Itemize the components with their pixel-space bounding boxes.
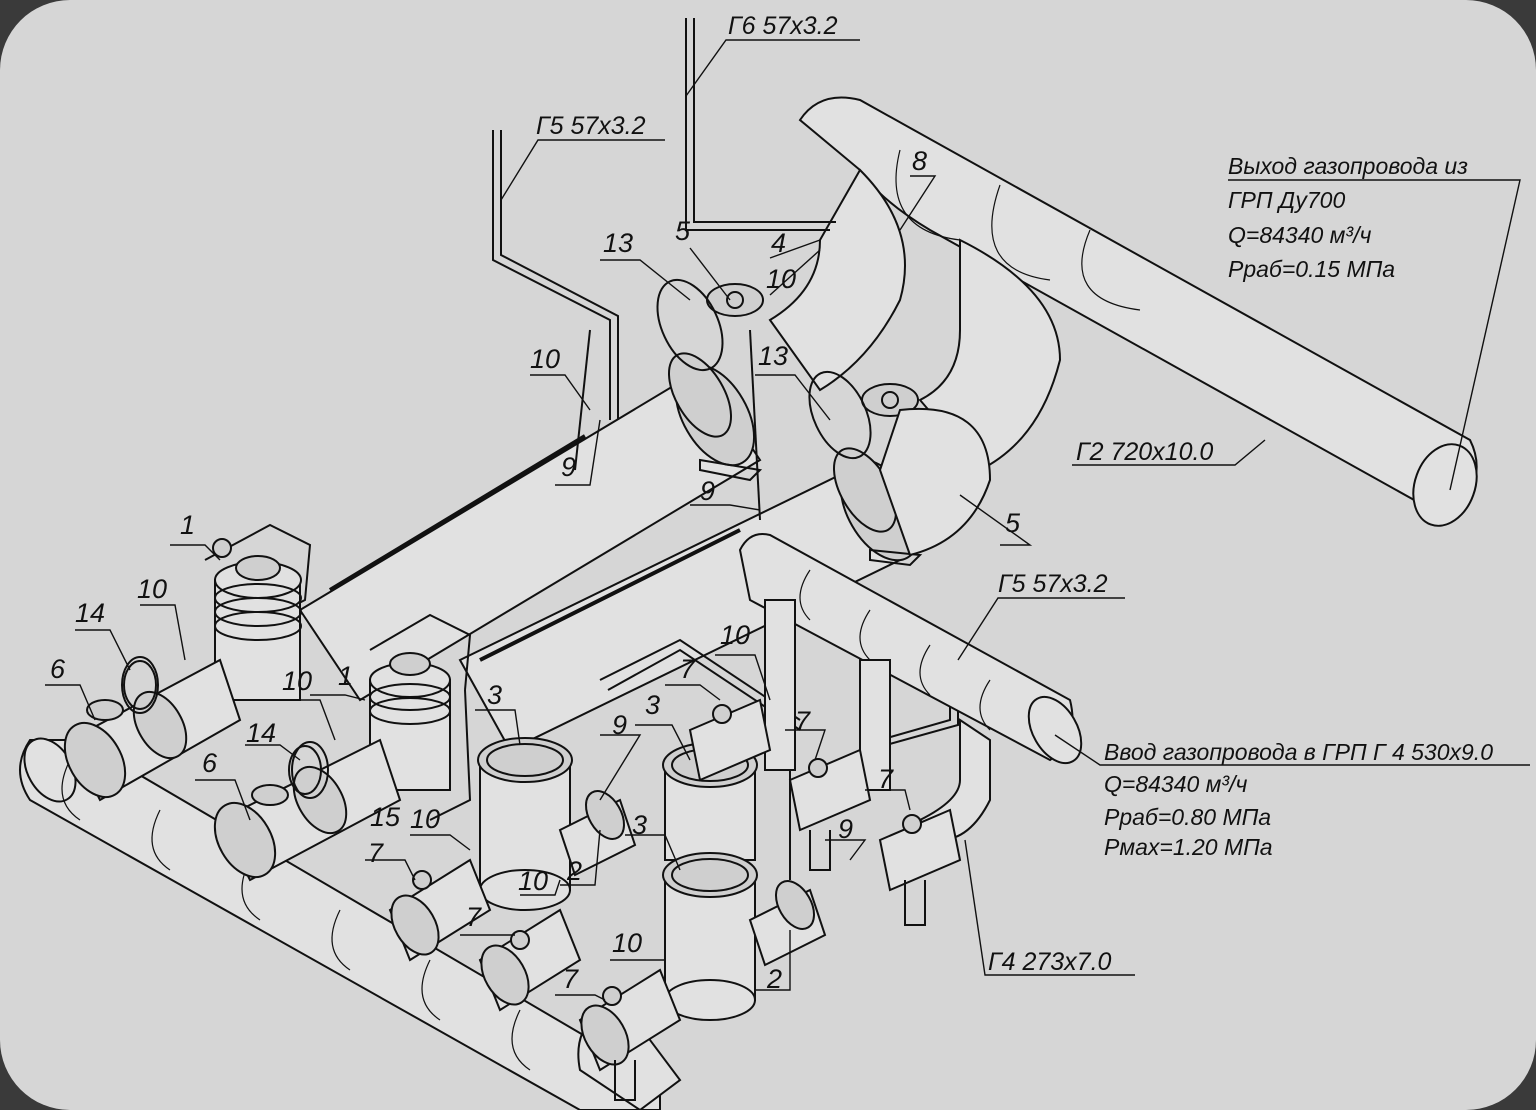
item-number-10-center: 10 [410,804,440,834]
item-number-7-mid: 7 [795,706,811,736]
item-number-4: 4 [771,228,786,258]
filter-3-left [477,737,573,911]
item-number-10-upper: 10 [530,344,560,374]
item-number-8: 8 [912,146,927,176]
item-number-13-top: 13 [603,228,633,258]
item-number-5-top: 5 [675,216,691,246]
regulator-1-left [204,523,312,701]
item-number-10-top: 10 [766,264,796,294]
loops [123,660,322,795]
item-number-7-right: 7 [878,764,894,794]
outlet-header-pipe [798,96,1478,527]
item-number-5-right: 5 [1005,508,1021,538]
outlet-note-line2: ГРП Ду700 [1228,187,1345,213]
callout-g5-right: Г5 57x3.2 [998,570,1108,598]
pipe-supports [614,830,926,1101]
inlet-note-line4: Рмах=1.20 МПа [1104,834,1273,860]
item-number-10-left: 10 [137,574,167,604]
item-number-13-mid: 13 [758,341,788,371]
inlet-note-line3: Рраб=0.80 МПа [1104,804,1271,830]
inlet-bypass-pipe [738,533,1083,765]
item-number-7-left: 7 [368,838,384,868]
item-number-14-top: 14 [75,598,105,628]
valve-6-lower [213,738,402,882]
item-number-10-bottom: 10 [612,928,642,958]
item-number-9-upper: 9 [561,452,576,482]
callout-g5-top: Г5 57x3.2 [536,112,646,140]
item-number-2-right: 2 [766,964,782,994]
item-number-6-bottom: 6 [202,748,218,778]
regulator-1-right [369,613,472,821]
item-number-3-center: 3 [632,810,647,840]
callout-g6-top: Г6 57x3.2 [728,12,838,40]
item-number-15: 15 [370,802,401,832]
inlet-note-line2: Q=84340 м³/ч [1104,771,1247,797]
inlet-riser-pipes [764,599,991,842]
inlet-note-line1: Ввод газопровода в ГРП Г 4 530x9.0 [1104,739,1493,765]
branch-pipes-2 [558,790,827,967]
item-number-9-right: 9 [838,814,853,844]
item-number-10-right: 10 [720,620,750,650]
outlet-note-line1: Выход газопровода из [1228,153,1468,179]
outlet-note-line3: Q=84340 м³/ч [1228,222,1371,248]
item-number-9-mid: 9 [700,476,715,506]
item-number-7-top: 7 [680,654,696,684]
item-number-7-bottom-left: 7 [466,902,482,932]
item-number-10-lower: 10 [518,866,548,896]
leader-lines [45,39,1530,1001]
upper-main-pipe [298,352,763,702]
item-number-6-top: 6 [50,654,66,684]
item-number-3-left: 3 [487,680,502,710]
item-number-1-right: 1 [338,661,353,691]
valve-7-group [388,698,962,1072]
lower-main-pipe [458,447,923,752]
item-number-1-left: 1 [180,510,195,540]
item-number-7-bottom: 7 [563,964,579,994]
outlet-note-line4: Рраб=0.15 МПа [1228,256,1395,282]
item-number-10-mid: 10 [282,666,312,696]
callout-g4: Г4 273x7.0 [988,948,1112,976]
item-number-3-right: 3 [645,690,660,720]
filter-3-right-bottom [662,852,758,1021]
outlet-elbows [768,168,1062,472]
item-number-14-bottom: 14 [246,718,276,748]
valve-5-lower [808,370,992,557]
callout-g2: Г2 720x10.0 [1076,438,1213,466]
valve-5-upper [656,278,764,372]
item-number-2-left: 2 [566,856,582,886]
valve-6-upper [63,656,242,802]
item-number-9-left: 9 [612,710,627,740]
